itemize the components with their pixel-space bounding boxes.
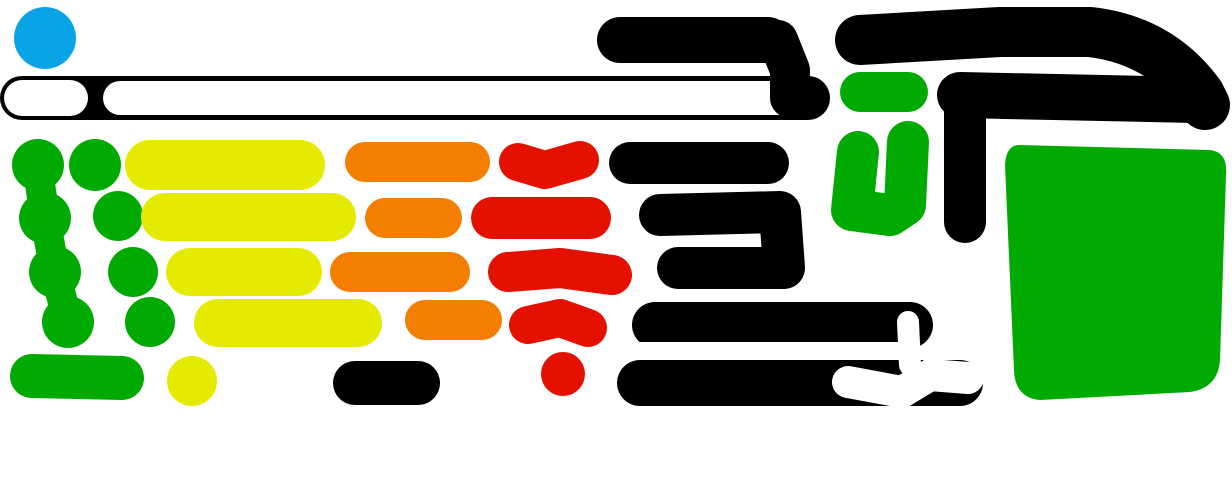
orange-bars (330, 142, 502, 340)
yellow-bars (125, 140, 382, 347)
white-overlays (628, 311, 984, 408)
red-dot (541, 352, 585, 396)
red-marks (471, 141, 632, 347)
black-arch-shape (835, 7, 1230, 243)
yellow-dot (167, 356, 217, 406)
blue-dot-icon (14, 7, 76, 69)
black-hook-shape (597, 17, 810, 118)
black-bars (333, 142, 983, 406)
green-column-connectors (10, 155, 144, 400)
green-block (1005, 145, 1227, 400)
green-small-marks (831, 72, 929, 236)
